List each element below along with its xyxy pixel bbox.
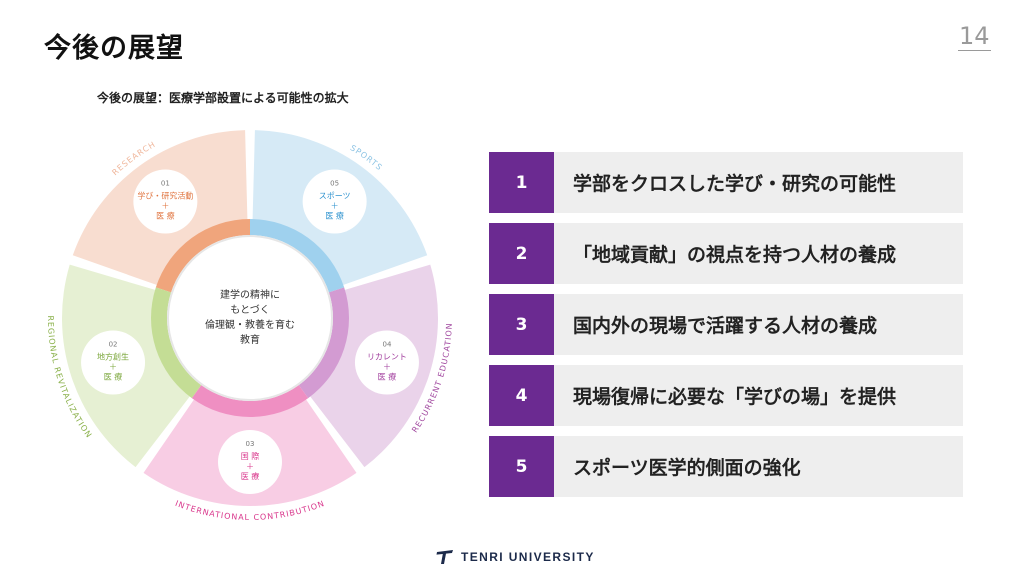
center-text: 建学の精神に xyxy=(220,288,280,301)
segment-text: ＋ xyxy=(383,362,391,371)
segment-text: ＋ xyxy=(246,462,254,471)
segment-badge xyxy=(81,330,146,395)
wheel-inner-ring xyxy=(298,287,349,399)
item-number: 5 xyxy=(489,436,554,497)
item-label: 「地域貢献」の視点を持つ人材の養成 xyxy=(573,244,897,266)
wheel-inner-ring xyxy=(250,219,345,293)
center-text: もとづく xyxy=(230,304,269,316)
segment-text: 国 際 xyxy=(241,451,260,461)
item-number: 1 xyxy=(489,152,554,213)
segment-text: ＋ xyxy=(161,202,169,211)
segment-badge xyxy=(218,430,282,494)
segment-number: 05 xyxy=(330,180,339,188)
segment-text: 医 療 xyxy=(241,471,260,481)
item-number: 3 xyxy=(489,294,554,355)
item-label: スポーツ医学的側面の強化 xyxy=(573,457,801,479)
page-title: 今後の展望 xyxy=(44,33,184,64)
segment-number: 03 xyxy=(246,440,255,448)
center-circle xyxy=(167,235,333,401)
segment-text: 医 療 xyxy=(325,211,344,221)
subtitle: 今後の展望：医療学部設置による可能性の拡大 xyxy=(97,91,349,105)
segment-text: 医 療 xyxy=(378,371,397,381)
segment-badge xyxy=(354,330,419,395)
item-label: 学部をクロスした学び・研究の可能性 xyxy=(573,173,897,195)
page-number: 14 xyxy=(958,22,991,51)
segment-number: 04 xyxy=(382,340,391,348)
list-item: 5 スポーツ医学的側面の強化 xyxy=(489,436,963,497)
segment-text: ＋ xyxy=(109,362,117,371)
university-logo-icon xyxy=(436,550,453,564)
item-label: 現場復帰に必要な「学びの場」を提供 xyxy=(573,386,897,408)
list-item: 4 現場復帰に必要な「学びの場」を提供 xyxy=(489,365,963,426)
segment-badge xyxy=(302,169,367,234)
segment-text: 地方創生 xyxy=(97,351,129,361)
list-item: 2 「地域貢献」の視点を持つ人材の養成 xyxy=(489,223,963,284)
list-item: 3 国内外の現場で活躍する人材の養成 xyxy=(489,294,963,355)
segment-text: ＋ xyxy=(331,202,339,211)
footer-logo: TENRI UNIVERSITY xyxy=(436,549,595,565)
wheel-inner-ring xyxy=(151,287,202,399)
center-text: 教育 xyxy=(240,333,260,346)
segment-badge xyxy=(133,169,198,234)
center-text: 倫理観・教養を育む xyxy=(205,318,295,331)
item-number: 2 xyxy=(489,223,554,284)
segment-number: 02 xyxy=(109,340,118,348)
segment-text: 学び・研究活動 xyxy=(137,191,193,201)
segment-number: 01 xyxy=(161,180,170,188)
segment-text: スポーツ xyxy=(319,192,351,201)
segment-text: 医 療 xyxy=(156,211,175,221)
brand-name: TENRI UNIVERSITY xyxy=(461,550,595,564)
wheel-inner-ring xyxy=(191,385,309,418)
wheel-inner-ring xyxy=(155,219,250,293)
item-label: 国内外の現場で活躍する人材の養成 xyxy=(573,315,878,337)
item-number: 4 xyxy=(489,365,554,426)
list-item: 1 学部をクロスした学び・研究の可能性 xyxy=(489,152,963,213)
segment-text: リカレント xyxy=(367,352,407,361)
segment-text: 医 療 xyxy=(104,371,123,381)
